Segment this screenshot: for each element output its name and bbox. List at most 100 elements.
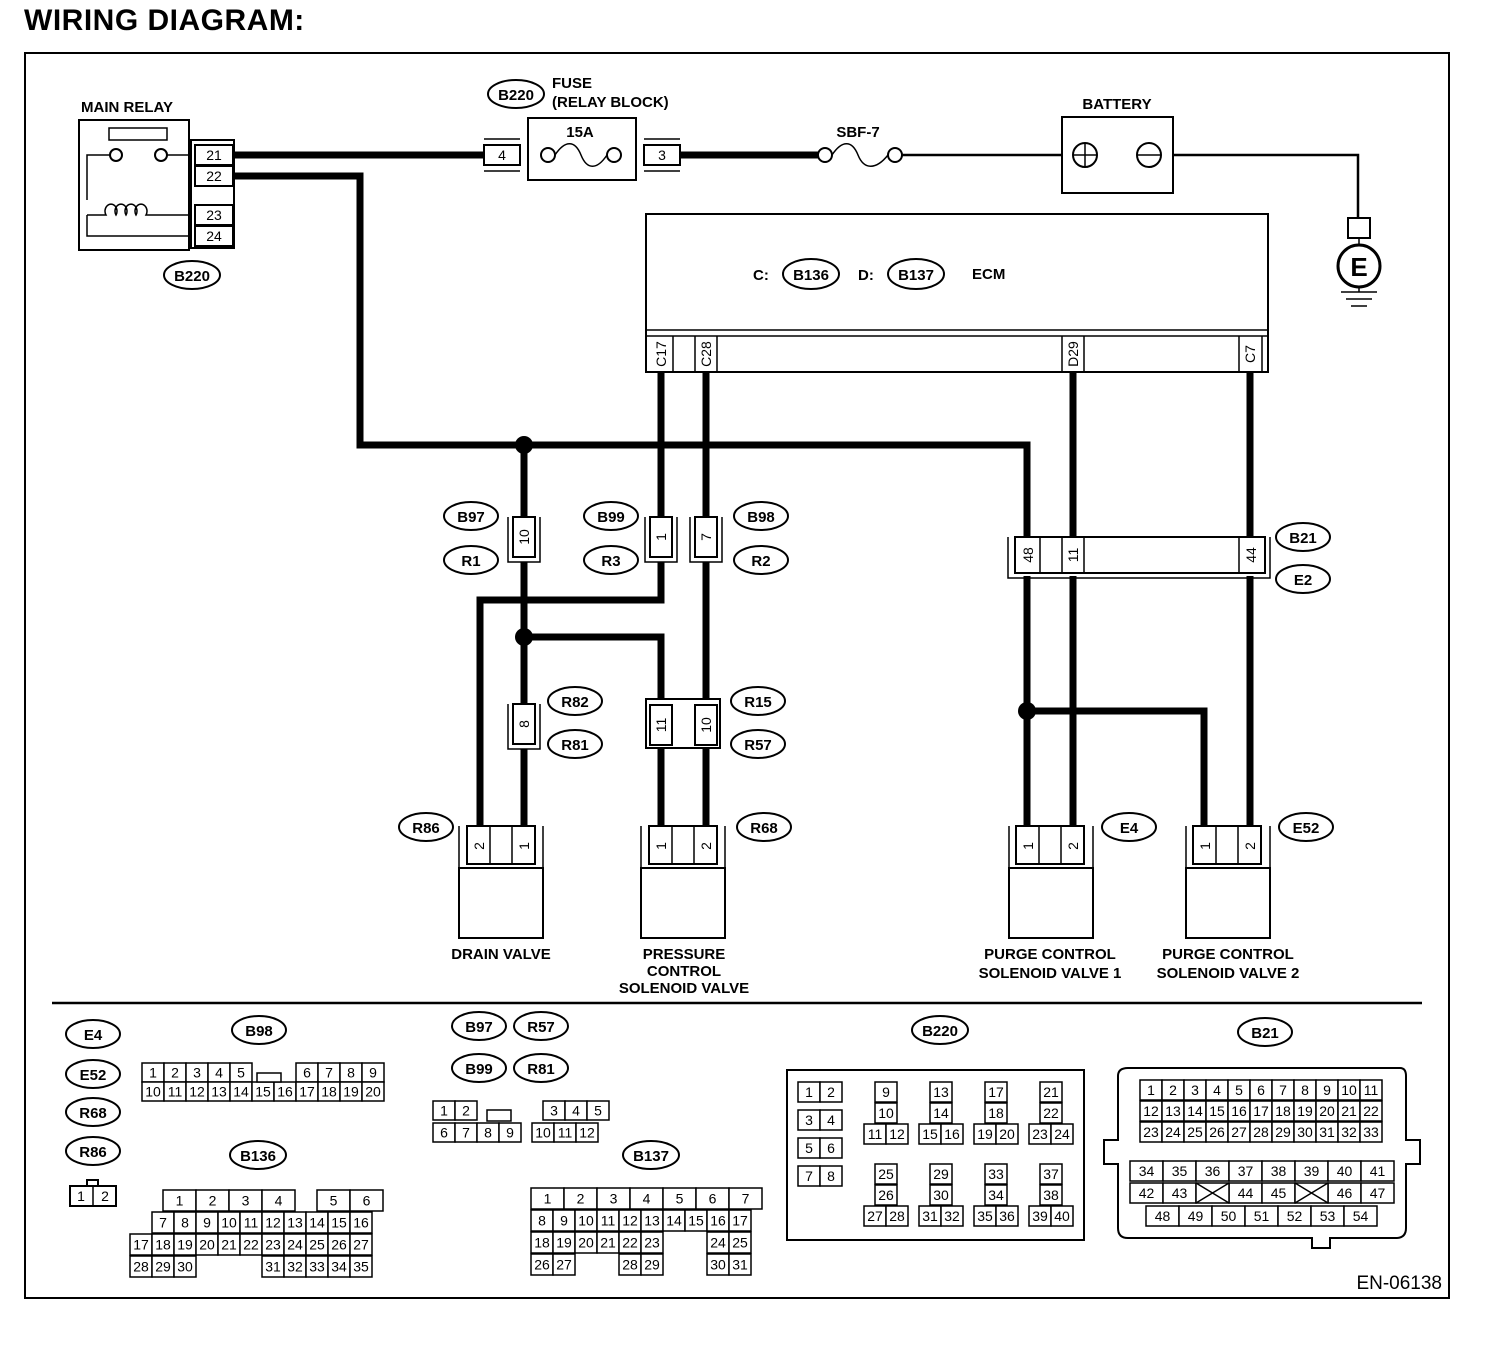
- pin-number: 26: [1209, 1124, 1225, 1140]
- pin-number: 24: [1054, 1126, 1070, 1142]
- ecm: C: B136 D: B137 ECM C17 C28 D29 C7: [645, 213, 1269, 373]
- svg-text:B98: B98: [747, 509, 775, 526]
- svg-text:R82: R82: [561, 694, 589, 711]
- pin-number: 7: [159, 1215, 167, 1231]
- svg-text:FUSE: FUSE: [552, 75, 592, 92]
- pin-number: 19: [556, 1235, 572, 1251]
- svg-text:ECM: ECM: [972, 266, 1005, 283]
- connector-r82-r81: 8 R82 R81: [507, 686, 603, 759]
- junction-dot: [515, 436, 533, 454]
- pin-number: 34: [988, 1187, 1004, 1203]
- svg-text:1: 1: [1020, 842, 1036, 850]
- pin-number: 1: [544, 1191, 552, 1207]
- pin-number: 18: [988, 1105, 1004, 1121]
- svg-text:(RELAY BLOCK): (RELAY BLOCK): [552, 94, 669, 111]
- svg-text:4: 4: [498, 147, 506, 163]
- pin-number: 30: [177, 1259, 193, 1275]
- pin-number: 12: [1143, 1103, 1159, 1119]
- pin-number: 31: [1319, 1124, 1335, 1140]
- svg-text:44: 44: [1243, 547, 1259, 563]
- pin-number: 23: [265, 1237, 281, 1253]
- pin-number: 41: [1370, 1163, 1386, 1179]
- pin-number: 27: [353, 1237, 369, 1253]
- pin-number: 2: [209, 1193, 217, 1209]
- pin-number: 7: [1279, 1082, 1287, 1098]
- pin-number: 36: [999, 1208, 1015, 1224]
- pin-number: 29: [933, 1166, 949, 1182]
- svg-text:48: 48: [1020, 547, 1036, 563]
- pin-number: 1: [176, 1193, 184, 1209]
- pin-number: 9: [560, 1213, 568, 1229]
- pin-number: 38: [1271, 1163, 1287, 1179]
- svg-text:PURGE CONTROL: PURGE CONTROL: [984, 946, 1116, 963]
- svg-text:R2: R2: [751, 553, 770, 570]
- pin-number: 14: [309, 1215, 325, 1231]
- pin-number: 20: [999, 1126, 1015, 1142]
- drain-valve: R86 2 1 DRAIN VALVE: [398, 812, 551, 963]
- pin-number: 16: [1231, 1103, 1247, 1119]
- pin-number: 12: [622, 1213, 638, 1229]
- svg-text:3: 3: [658, 147, 666, 163]
- pin-number: 28: [1253, 1124, 1269, 1140]
- pin-number: 9: [203, 1215, 211, 1231]
- pin-number: 43: [1172, 1185, 1188, 1201]
- svg-text:R3: R3: [601, 553, 620, 570]
- pin-number: 53: [1320, 1208, 1336, 1224]
- pin-number: 26: [331, 1237, 347, 1253]
- junction-dot: [515, 628, 533, 646]
- pin-number: 28: [889, 1208, 905, 1224]
- svg-text:1: 1: [77, 1188, 85, 1204]
- pin-number: 1: [440, 1103, 448, 1119]
- pin-number: 2: [1169, 1082, 1177, 1098]
- pin-number: 5: [594, 1103, 602, 1119]
- pin-number: 7: [462, 1125, 470, 1141]
- svg-text:B220: B220: [922, 1023, 958, 1040]
- pin-number: 4: [643, 1191, 651, 1207]
- pin-number: 23: [644, 1235, 660, 1251]
- pin-number: 10: [535, 1125, 551, 1141]
- pin-number: 34: [1139, 1163, 1155, 1179]
- pin-number: 24: [1165, 1124, 1181, 1140]
- svg-text:11: 11: [1065, 548, 1081, 563]
- svg-text:11: 11: [653, 718, 669, 733]
- pin-number: 9: [506, 1125, 514, 1141]
- pin-number: 26: [534, 1257, 550, 1273]
- pin-number: 46: [1337, 1185, 1353, 1201]
- svg-text:C7: C7: [1242, 345, 1258, 363]
- connector-b99-r3: B99 R3 1: [583, 501, 678, 575]
- pin-number: 45: [1271, 1185, 1287, 1201]
- pin-number: 50: [1221, 1208, 1237, 1224]
- main-relay: MAIN RELAY 21 22 23 24 B220: [78, 99, 235, 290]
- pin-number: 13: [933, 1084, 949, 1100]
- pin-number: 31: [922, 1208, 938, 1224]
- svg-text:R68: R68: [750, 820, 778, 837]
- pin-number: 25: [309, 1237, 325, 1253]
- pin-number: 3: [1191, 1082, 1199, 1098]
- svg-text:E: E: [1350, 252, 1367, 282]
- pin-number: 6: [440, 1125, 448, 1141]
- pin-number: 39: [1304, 1163, 1320, 1179]
- pin-number: 32: [287, 1259, 303, 1275]
- svg-text:C:: C:: [753, 267, 769, 284]
- pin-number: 15: [922, 1126, 938, 1142]
- pin-number: 15: [1209, 1103, 1225, 1119]
- pin-number: 49: [1188, 1208, 1204, 1224]
- junction-dot: [1018, 702, 1036, 720]
- connector-r15-r57: 11 10 R15 R57: [645, 686, 786, 759]
- pin-number: 11: [868, 1126, 883, 1142]
- pin-number: 21: [1043, 1084, 1059, 1100]
- svg-text:D:: D:: [858, 267, 874, 284]
- pin-number: 35: [353, 1259, 369, 1275]
- svg-text:B136: B136: [240, 1148, 276, 1165]
- pin-number: 40: [1054, 1208, 1070, 1224]
- battery: BATTERY: [1061, 96, 1174, 194]
- pin-number: 47: [1370, 1185, 1386, 1201]
- pin-number: 2: [827, 1084, 835, 1100]
- pin-number: 12: [579, 1125, 595, 1141]
- pin-number: 17: [1253, 1103, 1269, 1119]
- pin-number: 6: [1257, 1082, 1265, 1098]
- svg-text:SOLENOID VALVE 2: SOLENOID VALVE 2: [1157, 965, 1300, 982]
- pin-number: 11: [558, 1125, 573, 1141]
